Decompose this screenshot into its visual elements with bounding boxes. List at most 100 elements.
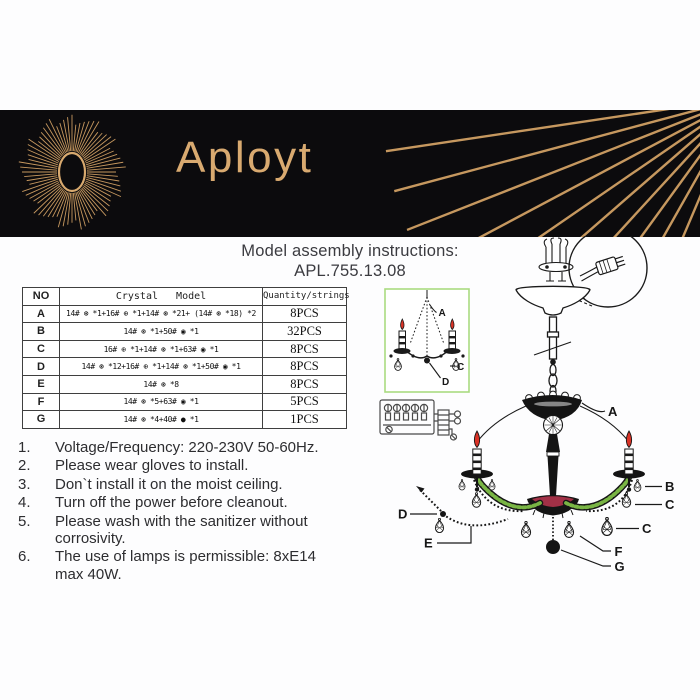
parts-table: NO Crystal Model Quantity/strings A 14# … bbox=[22, 287, 350, 429]
swag-arrow-tip bbox=[416, 486, 425, 493]
label-g: G bbox=[615, 559, 625, 574]
starburst-center bbox=[60, 154, 84, 190]
col-header-qty: Quantity/strings bbox=[262, 287, 350, 306]
item-text: Don`t install it on the moist ceiling. bbox=[55, 475, 283, 493]
inset-flame-icon bbox=[400, 318, 405, 331]
row-no: D bbox=[22, 357, 60, 376]
row-no: F bbox=[22, 392, 60, 412]
item-number: 5. bbox=[18, 512, 31, 530]
table-row: D 14# ⊛ *12+16# ⊕ *1+14# ⊛ *1+50# ◉ *1 8… bbox=[22, 357, 347, 376]
item-text: Voltage/Frequency: 220-230V 50-60Hz. bbox=[55, 439, 319, 456]
candle-right bbox=[613, 430, 645, 492]
item-text: Please wash with the sanitizer without c… bbox=[55, 512, 308, 547]
label-leaders bbox=[410, 485, 662, 567]
hanging-detail-inset bbox=[384, 288, 470, 393]
col-header-model: Crystal Model bbox=[59, 287, 263, 306]
starburst-logo bbox=[18, 114, 126, 230]
row-model: 14# ⊛ *5+63# ◉ *1 bbox=[59, 392, 263, 412]
brand-name: Aployt bbox=[176, 133, 314, 182]
item-text: Turn off the power before cleanout. bbox=[55, 494, 288, 512]
table-row: C 16# ⊕ *1+14# ⊛ *1+63# ◉ *1 8PCS bbox=[22, 339, 347, 359]
bead-swags bbox=[419, 479, 633, 540]
beaded-arms bbox=[473, 473, 633, 511]
inset-label-d: D bbox=[442, 377, 449, 388]
list-item: 5. Please wash with the sanitizer withou… bbox=[18, 513, 358, 548]
instruction-list: 1. Voltage/Frequency: 220-230V 50-60Hz. … bbox=[18, 439, 358, 584]
row-model: 16# ⊕ *1+14# ⊛ *1+63# ◉ *1 bbox=[59, 339, 263, 359]
row-no: B bbox=[22, 322, 60, 341]
wiring-sketch bbox=[379, 399, 462, 441]
table-row: B 14# ⊛ *1+50# ◉ *1 32PCS bbox=[22, 322, 347, 341]
brand-band-art bbox=[18, 110, 700, 237]
ground-symbol-icon bbox=[449, 433, 458, 441]
magnifier-circle-icon bbox=[568, 236, 648, 308]
label-d: D bbox=[398, 507, 407, 522]
inset-flame-icon bbox=[450, 318, 455, 331]
bottom-ball bbox=[546, 540, 560, 554]
label-a: A bbox=[608, 404, 618, 419]
flame-icon bbox=[625, 430, 633, 449]
inset-label-c: C bbox=[457, 362, 464, 373]
item-text: Please wear gloves to install. bbox=[55, 457, 249, 475]
col-header-no: NO bbox=[22, 287, 60, 306]
suspension-wires bbox=[476, 405, 630, 443]
list-item: 4. Turn off the power before cleanout. bbox=[18, 494, 358, 511]
row-no: G bbox=[22, 410, 60, 429]
item-number: 4. bbox=[18, 494, 31, 512]
label-b: B bbox=[665, 479, 674, 494]
row-qty: 32PCS bbox=[262, 322, 347, 341]
crown-bowl bbox=[522, 390, 582, 421]
row-qty: 8PCS bbox=[262, 339, 347, 359]
table-row: A 14# ⊛ *1+16# ⊕ *1+14# ⊛ *21+ (14# ⊛ *1… bbox=[22, 304, 347, 324]
inset-label-a: A bbox=[439, 308, 446, 319]
plug-sketch bbox=[595, 255, 626, 276]
title-line2: APL.755.13.08 bbox=[294, 262, 406, 281]
row-model: 14# ⊛ *12+16# ⊕ *1+14# ⊛ *1+50# ◉ *1 bbox=[59, 357, 263, 376]
item-number: 1. bbox=[18, 439, 31, 456]
row-no: A bbox=[22, 304, 60, 324]
flame-icon bbox=[473, 430, 481, 449]
brand-band: Aployt bbox=[0, 110, 700, 237]
starburst-rays bbox=[18, 114, 126, 230]
assembly-diagram: A C D bbox=[379, 236, 675, 574]
title-line1: Model assembly instructions: bbox=[241, 242, 459, 260]
center-column bbox=[542, 414, 564, 496]
table-row: E 14# ⊛ *8 8PCS bbox=[22, 374, 347, 394]
list-item: 1. Voltage/Frequency: 220-230V 50-60Hz. bbox=[18, 439, 358, 456]
row-model: 14# ⊛ *8 bbox=[59, 374, 263, 394]
row-qty: 8PCS bbox=[262, 374, 347, 394]
row-qty: 5PCS bbox=[262, 392, 347, 412]
swag-junction-bead bbox=[440, 511, 446, 517]
inset-bead-cone bbox=[409, 296, 445, 356]
ceiling-mount-sketch bbox=[538, 237, 574, 282]
row-model: 14# ⊛ *1+50# ◉ *1 bbox=[59, 322, 263, 341]
label-c2: C bbox=[642, 521, 652, 536]
table-row: G 14# ⊛ *4+40# ● *1 1PCS bbox=[22, 410, 347, 429]
list-item: 2. Please wear gloves to install. bbox=[18, 457, 358, 474]
list-item: 6. The use of lamps is permissible: 8xE1… bbox=[18, 548, 358, 583]
starburst-ring bbox=[57, 151, 87, 193]
item-text: The use of lamps is permissible: 8xE14 m… bbox=[55, 548, 316, 583]
table-row: F 14# ⊛ *5+63# ◉ *1 5PCS bbox=[22, 392, 347, 412]
list-item: 3. Don`t install it on the moist ceiling… bbox=[18, 476, 358, 493]
row-no: E bbox=[22, 374, 60, 394]
page-title: Model assembly instructions: APL.755.13.… bbox=[0, 241, 700, 281]
row-qty: 8PCS bbox=[262, 357, 347, 376]
row-no: C bbox=[22, 339, 60, 359]
label-a-leader bbox=[581, 402, 606, 413]
terminal-screws bbox=[383, 403, 429, 421]
corner-rays bbox=[385, 110, 700, 237]
label-c: C bbox=[665, 497, 675, 512]
row-model: 14# ⊛ *1+16# ⊕ *1+14# ⊛ *21+ (14# ⊛ *18)… bbox=[59, 304, 263, 324]
row-model: 14# ⊛ *4+40# ● *1 bbox=[59, 410, 263, 429]
label-f: F bbox=[615, 544, 623, 559]
canopy-and-chain bbox=[515, 285, 591, 398]
candle-left bbox=[461, 430, 493, 492]
item-number: 3. bbox=[18, 475, 31, 493]
row-qty: 1PCS bbox=[262, 410, 347, 429]
item-number: 6. bbox=[18, 548, 31, 566]
label-e: E bbox=[424, 536, 433, 551]
item-number: 2. bbox=[18, 457, 31, 475]
wire-connector-magnifier bbox=[566, 236, 648, 308]
row-qty: 8PCS bbox=[262, 304, 347, 324]
